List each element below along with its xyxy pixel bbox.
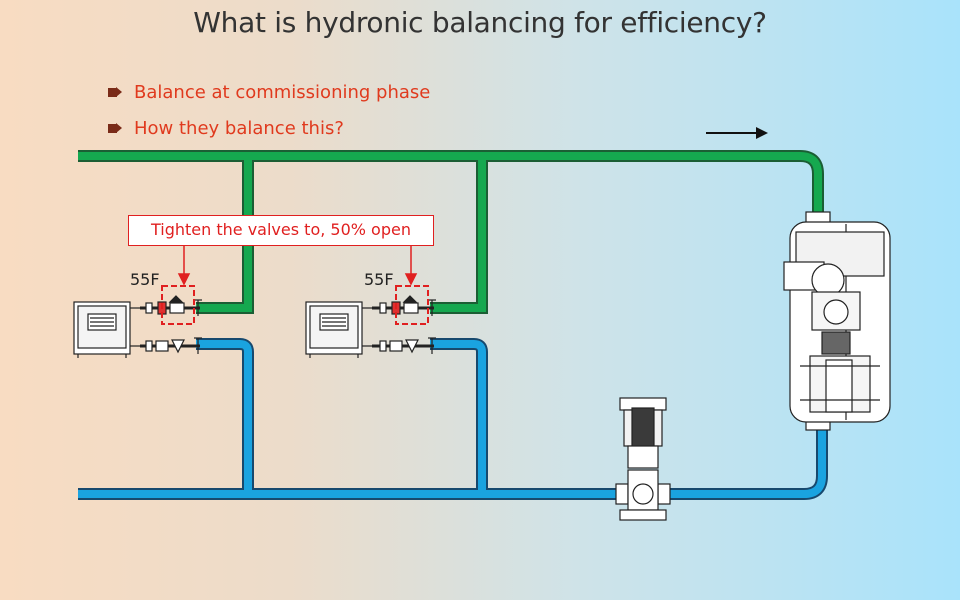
balancing-valve-icon (395, 285, 429, 325)
return-valve-train (372, 337, 436, 354)
supply-valve-train (372, 295, 436, 316)
supply-pipe (78, 150, 824, 314)
slide-title: What is hydronic balancing for efficienc… (193, 6, 767, 39)
callout-pointer (177, 246, 418, 286)
air-handler-icon (73, 301, 140, 358)
balancing-valve-icon (161, 285, 195, 325)
bullet-text: Balance at commissioning phase (134, 81, 431, 103)
callout-box: Tighten the valves to, 50% open (128, 215, 434, 246)
supply-valve-train (140, 295, 202, 316)
arrow-bullet-icon (108, 86, 122, 98)
chiller-icon (783, 211, 891, 431)
bullet-list: Balance at commissioning phase How they … (108, 74, 430, 146)
air-handler-icon (305, 301, 372, 358)
flow-arrow-icon (706, 127, 768, 139)
pump-icon (615, 397, 671, 521)
return-valve-train (140, 337, 202, 354)
bullet-item: Balance at commissioning phase (108, 74, 430, 110)
return-pipe (78, 338, 828, 500)
bullet-text: How they balance this? (134, 117, 344, 139)
bullet-item: How they balance this? (108, 110, 430, 146)
arrow-bullet-icon (108, 122, 122, 134)
temperature-label: 55F (130, 270, 160, 289)
temperature-label: 55F (364, 270, 394, 289)
